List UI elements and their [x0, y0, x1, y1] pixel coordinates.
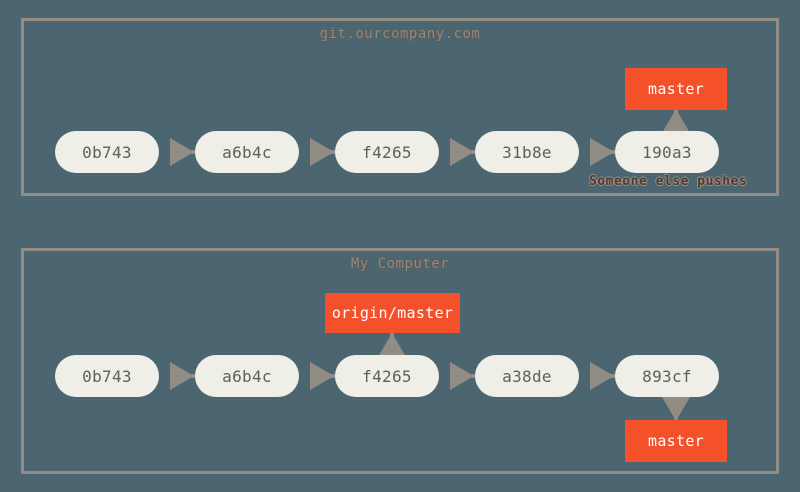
commit-node[interactable]: 0b743 — [55, 355, 159, 397]
ref-label-master-local[interactable]: master — [625, 420, 727, 462]
commit-node[interactable]: a38de — [475, 355, 579, 397]
commit-node[interactable]: 31b8e — [475, 131, 579, 173]
commit-node[interactable]: f4265 — [335, 131, 439, 173]
commit-node[interactable]: 893cf — [615, 355, 719, 397]
ref-label-origin-master[interactable]: origin/master — [325, 293, 460, 333]
commit-node[interactable]: 0b743 — [55, 131, 159, 173]
panel-local-repository — [21, 248, 779, 474]
commit-node[interactable]: a6b4c — [195, 131, 299, 173]
commit-node[interactable]: 190a3 — [615, 131, 719, 173]
ref-label-master-remote[interactable]: master — [625, 68, 727, 110]
annotation-someone-else-pushes: Someone else pushes — [589, 174, 748, 189]
panel-remote-repository — [21, 18, 779, 196]
commit-node[interactable]: a6b4c — [195, 355, 299, 397]
commit-node[interactable]: f4265 — [335, 355, 439, 397]
